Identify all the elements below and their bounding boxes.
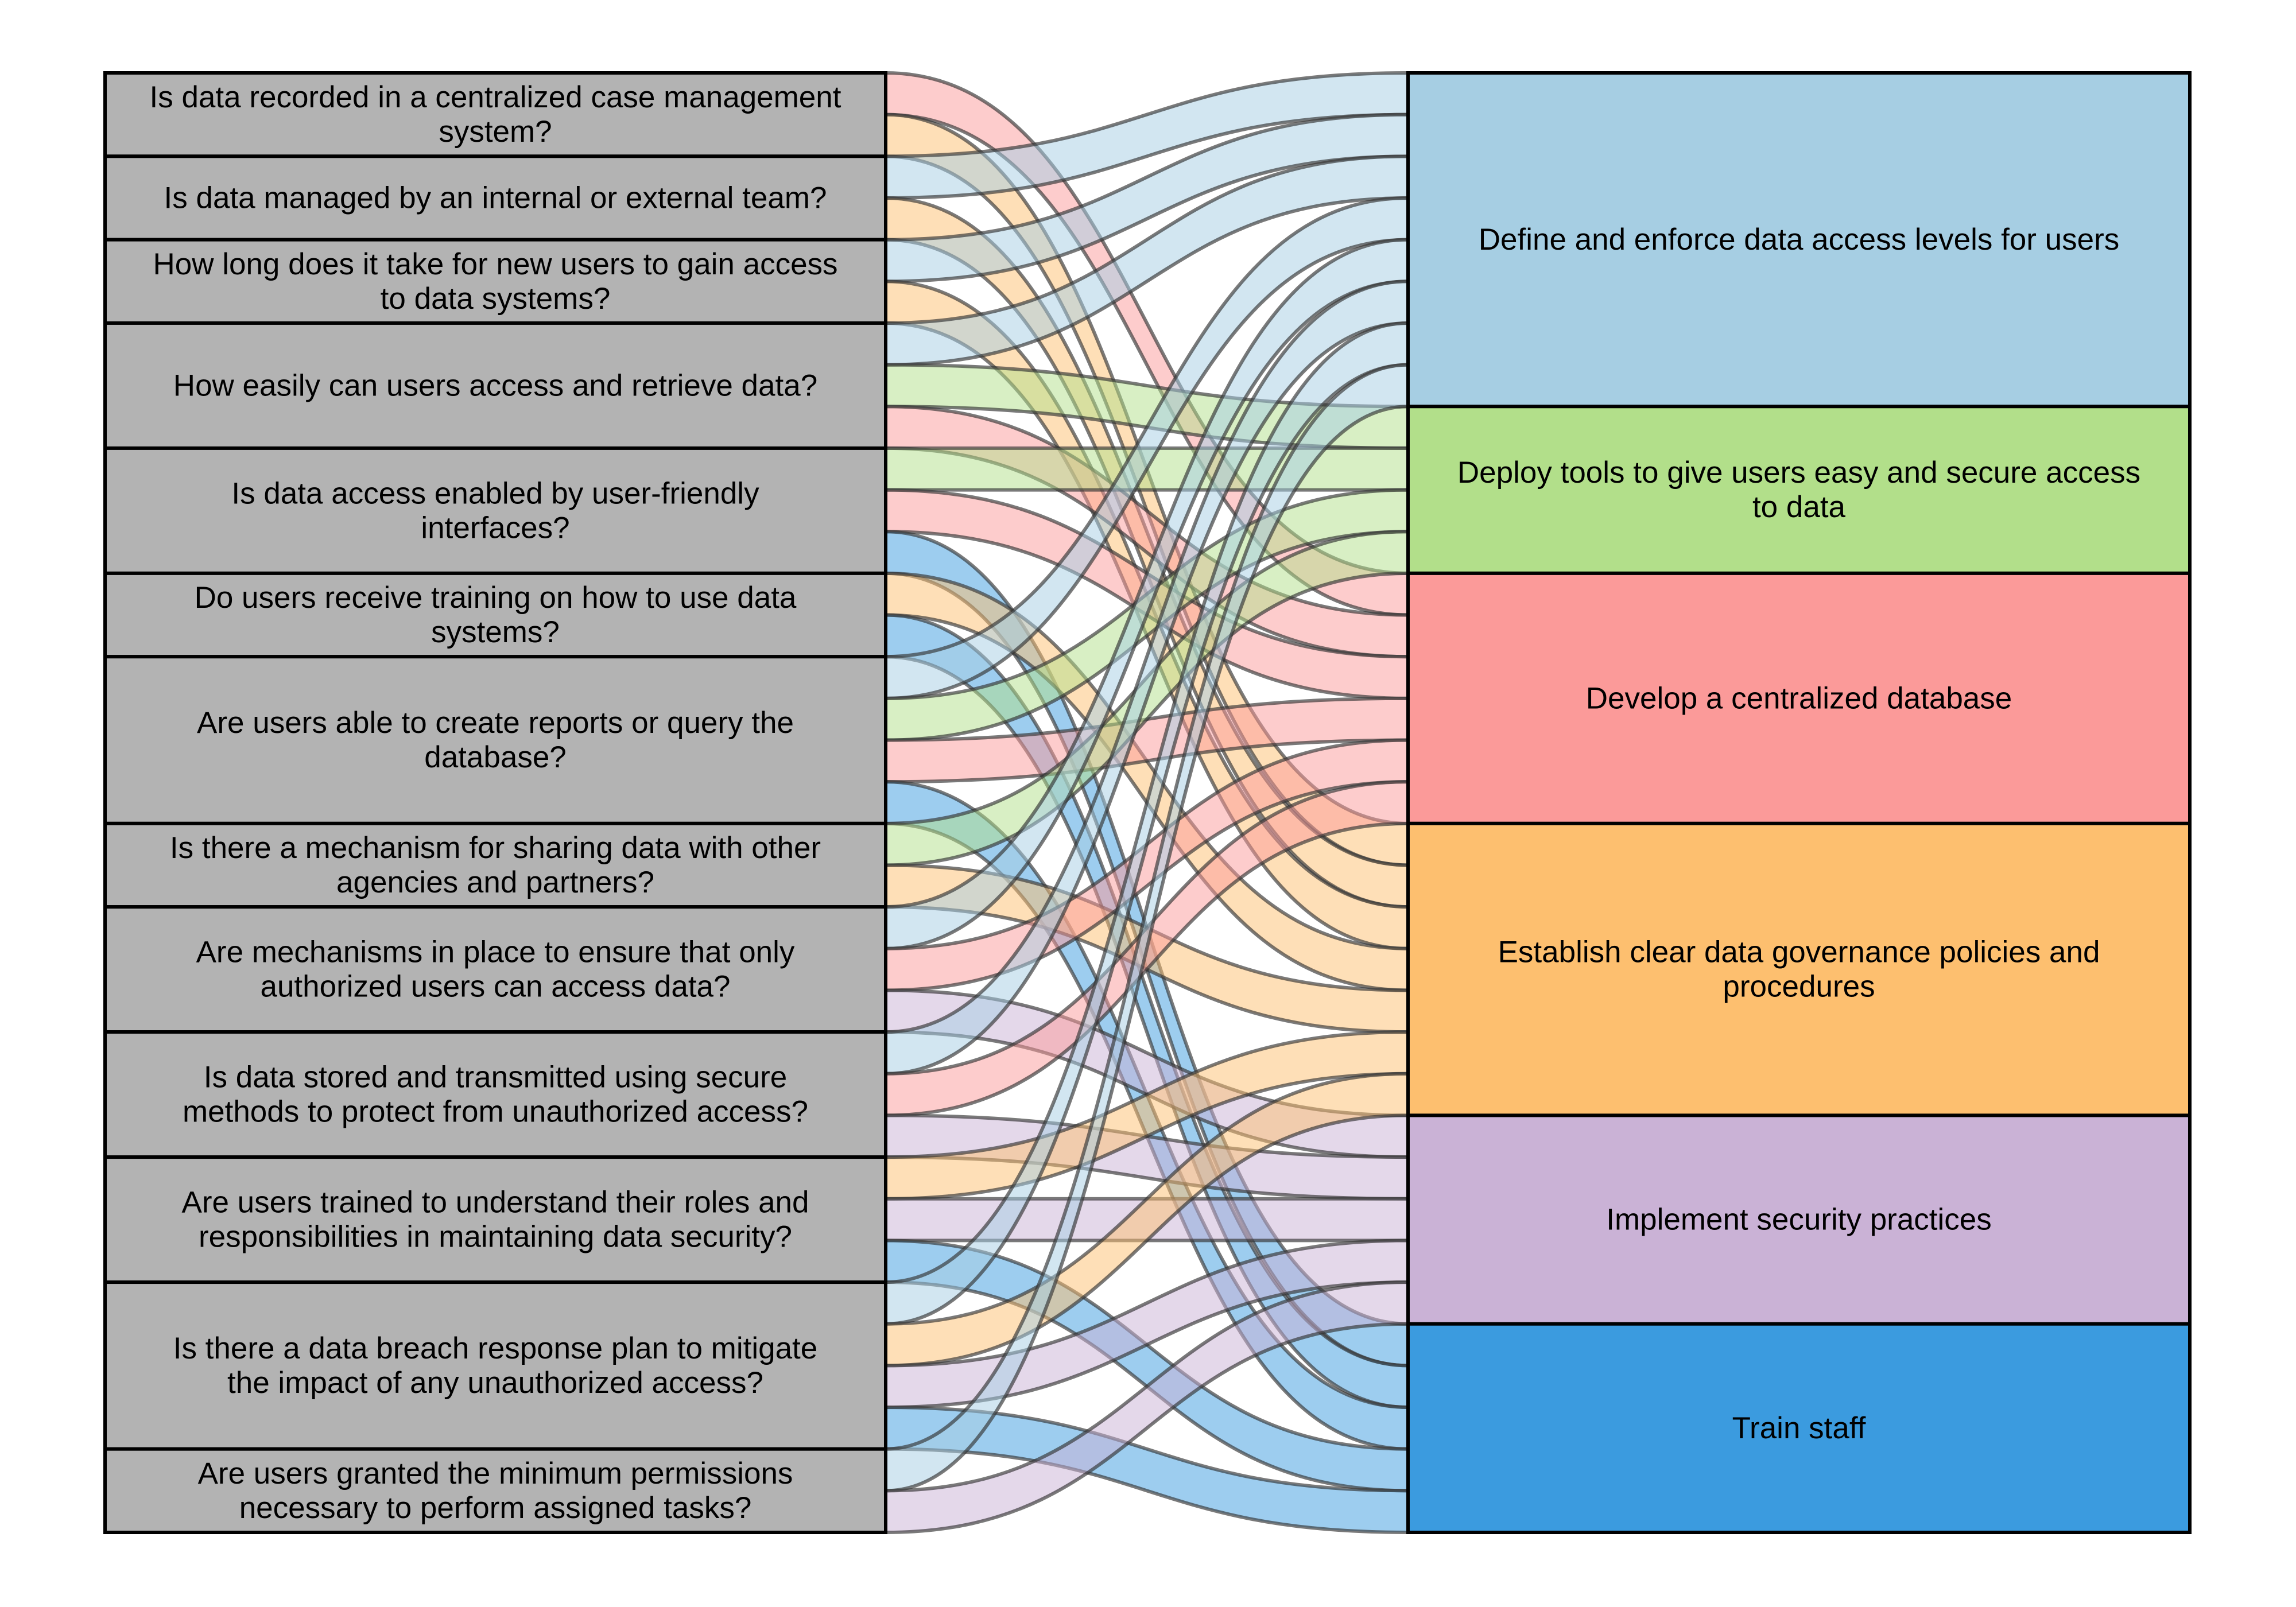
question-node-q9-label: authorized users can access data? <box>260 970 730 1004</box>
flows-layer <box>884 71 1410 1535</box>
action-node-implement: Implement security practices <box>1406 1113 2192 1326</box>
question-node-q11-label: Are users trained to understand their ro… <box>181 1186 809 1220</box>
action-node-define: Define and enforce data access levels fo… <box>1406 71 2192 409</box>
question-node-q2: Is data managed by an internal or extern… <box>103 154 887 242</box>
action-node-develop-box <box>1406 571 2192 825</box>
question-node-q11: Are users trained to understand their ro… <box>103 1155 887 1284</box>
question-node-q7-label: Are users able to create reports or quer… <box>197 706 794 740</box>
question-node-q12-label: the impact of any unauthorized access? <box>227 1366 763 1400</box>
nodes-layer: Is data recorded in a centralized case m… <box>103 71 2192 1535</box>
question-node-q1: Is data recorded in a centralized case m… <box>103 71 887 158</box>
action-node-establish-label: Establish clear data governance policies… <box>1498 936 2100 969</box>
question-node-q6-label: Do users receive training on how to use … <box>195 581 797 615</box>
question-node-q7-label: database? <box>424 740 567 774</box>
question-node-q8-box <box>103 821 887 909</box>
question-node-q11-label: responsibilities in maintaining data sec… <box>199 1220 792 1254</box>
question-node-q6-box <box>103 571 887 659</box>
question-node-q1-label: Is data recorded in a centralized case m… <box>150 80 841 114</box>
action-node-establish-label: procedures <box>1723 970 1875 1004</box>
question-node-q11-box <box>103 1155 887 1284</box>
action-node-train-box <box>1406 1322 2192 1535</box>
action-node-deploy-label: to data <box>1752 490 1846 524</box>
question-node-q4-box <box>103 321 887 450</box>
question-node-q2-label: Is data managed by an internal or extern… <box>164 181 827 215</box>
action-node-deploy: Deploy tools to give users easy and secu… <box>1406 405 2192 575</box>
question-node-q5-box <box>103 446 887 575</box>
question-node-q8: Is there a mechanism for sharing data wi… <box>103 821 887 909</box>
question-node-q12-box <box>103 1280 887 1451</box>
action-node-develop: Develop a centralized database <box>1406 571 2192 825</box>
question-node-q9-label: Are mechanisms in place to ensure that o… <box>196 936 795 969</box>
question-node-q12-label: Is there a data breach response plan to … <box>173 1332 818 1365</box>
question-node-q13-label: necessary to perform assigned tasks? <box>239 1491 752 1525</box>
question-node-q2-box <box>103 154 887 242</box>
question-node-q5-label: interfaces? <box>421 511 569 545</box>
question-node-q1-label: system? <box>439 115 552 149</box>
question-node-q13-label: Are users granted the minimum permission… <box>198 1457 793 1490</box>
question-node-q6-label: systems? <box>431 615 560 649</box>
action-node-train: Train staff <box>1406 1322 2192 1535</box>
question-node-q8-label: agencies and partners? <box>336 865 654 899</box>
question-node-q9-box <box>103 905 887 1034</box>
action-node-implement-label: Implement security practices <box>1606 1203 1992 1237</box>
question-node-q4: How easily can users access and retrieve… <box>103 321 887 450</box>
question-node-q10: Is data stored and transmitted using sec… <box>103 1030 887 1159</box>
action-node-define-box <box>1406 71 2192 409</box>
question-node-q13-box <box>103 1447 887 1535</box>
question-node-q10-label: methods to protect from unauthorized acc… <box>183 1095 808 1129</box>
question-node-q8-label: Is there a mechanism for sharing data wi… <box>170 831 821 865</box>
action-node-develop-label: Develop a centralized database <box>1586 681 2012 715</box>
question-node-q5-label: Is data access enabled by user-friendly <box>231 476 759 510</box>
action-node-establish: Establish clear data governance policies… <box>1406 821 2192 1117</box>
question-node-q10-box <box>103 1030 887 1159</box>
question-node-q9: Are mechanisms in place to ensure that o… <box>103 905 887 1034</box>
question-node-q3: How long does it take for new users to g… <box>103 238 887 325</box>
action-node-establish-box <box>1406 821 2192 1117</box>
action-node-deploy-box <box>1406 405 2192 575</box>
question-node-q3-label: How long does it take for new users to g… <box>153 247 837 281</box>
question-node-q4-label: How easily can users access and retrieve… <box>173 368 817 402</box>
question-node-q12: Is there a data breach response plan to … <box>103 1280 887 1451</box>
question-node-q10-label: Is data stored and transmitted using sec… <box>204 1061 787 1094</box>
action-node-define-label: Define and enforce data access levels fo… <box>1479 223 2120 257</box>
question-node-q13: Are users granted the minimum permission… <box>103 1447 887 1535</box>
question-node-q7-box <box>103 655 887 825</box>
question-node-q6: Do users receive training on how to use … <box>103 571 887 659</box>
question-node-q7: Are users able to create reports or quer… <box>103 655 887 825</box>
question-node-q3-box <box>103 238 887 325</box>
question-node-q3-label: to data systems? <box>381 282 611 316</box>
action-node-train-label: Train staff <box>1732 1411 1866 1445</box>
question-node-q5: Is data access enabled by user-friendlyi… <box>103 446 887 575</box>
action-node-deploy-label: Deploy tools to give users easy and secu… <box>1457 456 2140 490</box>
